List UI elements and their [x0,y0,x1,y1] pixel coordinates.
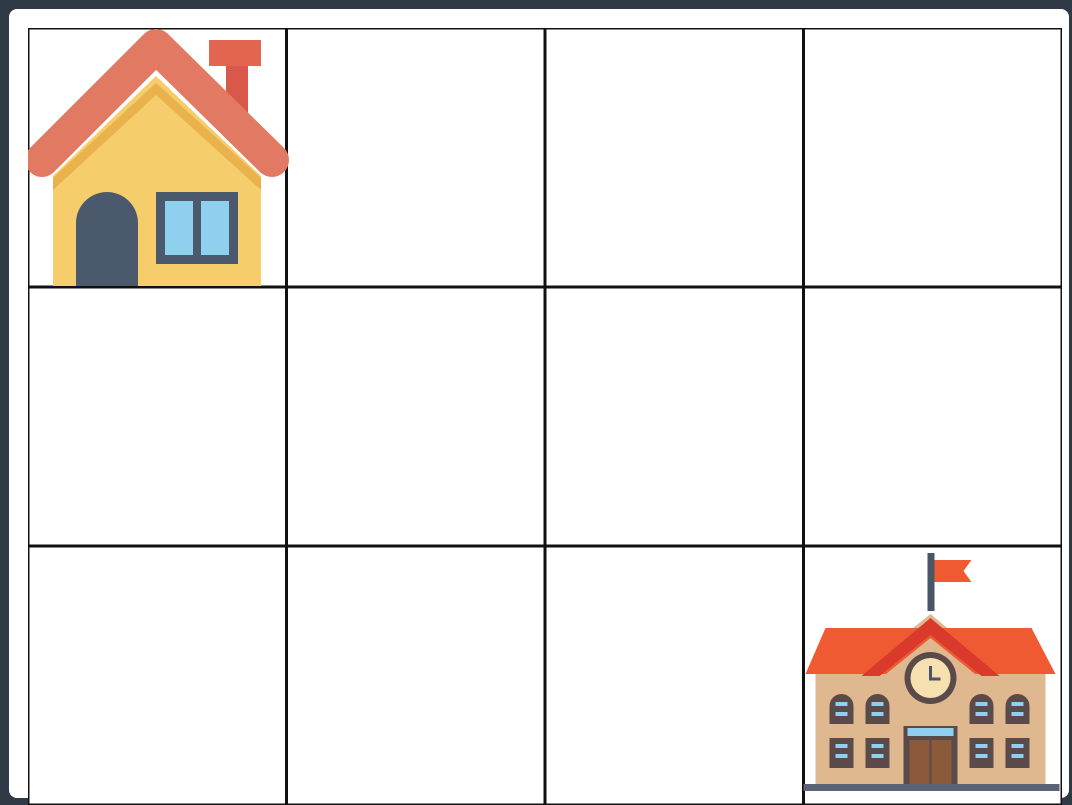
grid-cell-r0-c3[interactable] [803,28,1063,287]
grid-cell-r2-c1[interactable] [286,546,546,805]
grid-board [28,28,1062,805]
grid-cell-r1-c1[interactable] [286,287,546,546]
grid-cell-r2-c2[interactable] [545,546,804,805]
grid-cell-r1-c3[interactable] [803,287,1063,546]
grid-cell-r0-c1[interactable] [286,28,546,287]
grid-svg [28,28,1062,805]
house-icon [28,29,289,286]
grid-cell-r1-c0[interactable] [28,287,287,546]
school-icon [803,553,1060,791]
grid-cell-r0-c2[interactable] [545,28,804,287]
board-frame [9,9,1069,805]
grid-cell-r1-c2[interactable] [545,287,804,546]
grid-cell-r2-c0[interactable] [28,546,287,805]
